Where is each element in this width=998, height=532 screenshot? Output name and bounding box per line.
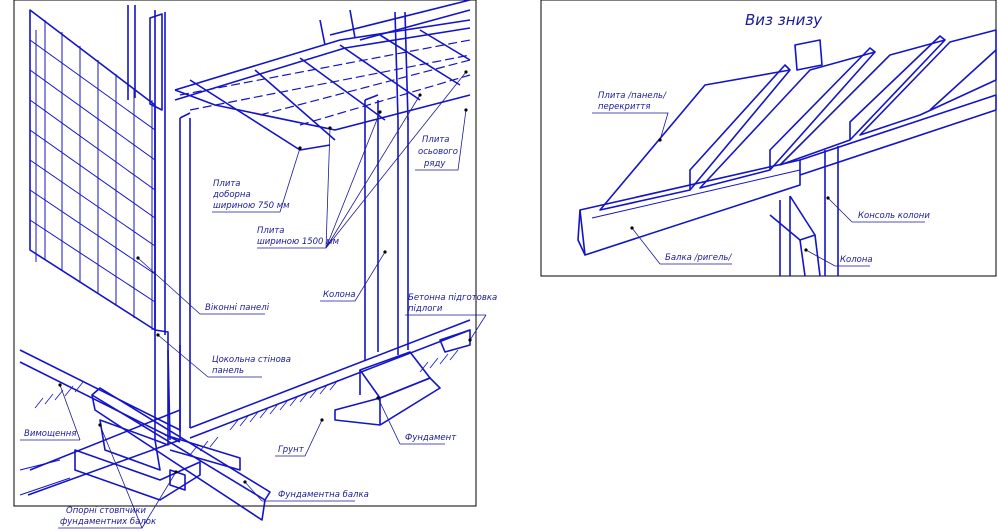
inset-label-column: Колона [840, 255, 873, 265]
window-panels-grid [29, 9, 156, 331]
label-plate-extra-line2: доборна [212, 190, 251, 200]
label-plate-axial-line3: ряду [423, 159, 446, 169]
inset-title: Виз знизу [745, 11, 823, 29]
label-support-posts-line1: Опорні стовпчики [66, 506, 147, 516]
left-column-structure [127, 5, 166, 335]
label-plate-extra-line1: Плита [213, 179, 241, 189]
inset-frame [540, 0, 997, 277]
label-window-panels: Віконні панелі [205, 303, 270, 313]
main-labels: Плита доборна шириною 750 мм Плита ширин… [20, 70, 497, 529]
label-plinth-panel-line2: панель [212, 366, 244, 376]
inset-columns [769, 146, 839, 277]
label-plate-axial-line1: Плита [422, 135, 450, 145]
label-plinth-panel-line1: Цокольна стінова [212, 355, 291, 365]
label-paving: Вимощення [24, 429, 76, 439]
label-plate-extra-line3: шириною 750 мм [213, 201, 290, 211]
foundation-beam [74, 387, 271, 521]
central-columns [167, 94, 409, 441]
inset-label-plate-line2: перекриття [598, 102, 650, 112]
label-foundation-beam: Фундаментна балка [278, 490, 369, 500]
inset-label-plate-line1: Плита /панель/ [598, 91, 667, 101]
roof-slabs [174, 0, 471, 151]
inset-label-console: Консоль колони [858, 211, 930, 221]
main-isometric-view: Плита доборна шириною 750 мм Плита ширин… [13, 0, 497, 529]
label-concrete-prep-line2: підлоги [408, 304, 443, 314]
label-foundation: Фундамент [405, 433, 457, 443]
bottom-view-inset: Виз знизу Плита [540, 0, 997, 277]
foundation-right [334, 329, 471, 426]
label-column: Колона [323, 290, 356, 300]
inset-beam [577, 94, 997, 256]
inset-label-beam: Балка /ригель/ [665, 253, 732, 263]
label-support-posts-line2: фундаментних балок [60, 517, 157, 527]
inset-labels: Плита /панель/ перекриття Балка /ригель/… [592, 91, 930, 267]
main-view-frame [13, 0, 477, 507]
label-plate-main-line2: шириною 1500 мм [257, 237, 340, 247]
label-concrete-prep-line1: Бетонна підготовка [408, 293, 497, 303]
inset-slabs [599, 29, 997, 211]
label-ground: Грунт [278, 445, 305, 455]
ground-hatching [34, 349, 459, 456]
label-plate-main-line1: Плита [257, 226, 285, 236]
floor-lines [19, 319, 471, 496]
label-plate-axial-line2: осьового [418, 147, 458, 157]
